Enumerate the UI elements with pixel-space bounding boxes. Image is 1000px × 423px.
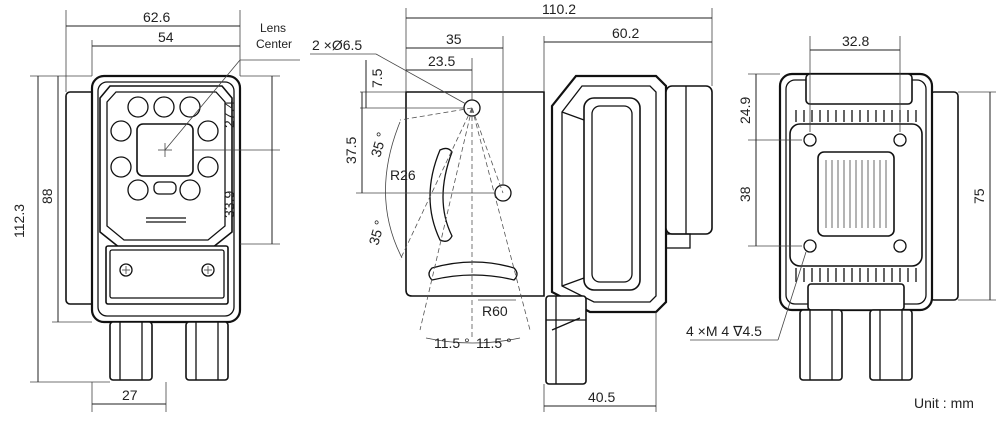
- arc-slot-small: [429, 147, 453, 242]
- led-2: [153, 96, 175, 118]
- dim-front-height-body: 88: [39, 188, 55, 204]
- angle-top: 35 °: [368, 130, 390, 159]
- led-1: [127, 96, 149, 118]
- side-bracket: [405, 91, 545, 297]
- side-view: 110.2 35 23.5 2 ×Ø6.5 7.5 37.5 35 ° 35 °…: [310, 1, 713, 412]
- dim-connector-length: 40.5: [588, 389, 615, 405]
- side-rear-module: [665, 85, 713, 235]
- radius-small: R26: [390, 167, 416, 183]
- back-hole-tr: [893, 133, 907, 147]
- front-view: Lens Center 62.6 54 112.3 88 27.4 33.9 2…: [11, 9, 300, 412]
- dim-bracket-hole-x2: 23.5: [428, 53, 455, 69]
- dim-front-height-overall: 112.3: [11, 204, 27, 238]
- dim-front-width-body: 54: [158, 29, 174, 45]
- side-connector: [545, 295, 587, 385]
- back-hole-br: [893, 239, 907, 253]
- lens-center-label-line1: Lens: [260, 21, 286, 35]
- led-9: [179, 179, 201, 201]
- led-5: [197, 120, 219, 142]
- dim-back-hole-spacing-x: 32.8: [842, 33, 869, 49]
- screw-right: [201, 263, 215, 277]
- dim-back-hole-spacing-y2: 38: [737, 186, 753, 202]
- front-housing-inner-outline: [97, 81, 235, 317]
- dim-side-overall-length: 110.2: [542, 1, 576, 17]
- screw-left: [119, 263, 133, 277]
- dim-bracket-hole-y2: 37.5: [343, 137, 359, 164]
- dim-front-width-overall: 62.6: [143, 9, 170, 25]
- angle-low-right: 11.5 °: [476, 335, 512, 351]
- led-ring: [110, 96, 219, 201]
- angle-bottom: 35 °: [366, 218, 388, 247]
- dim-lens-to-top: 27.4: [221, 101, 237, 128]
- led-6: [110, 156, 132, 178]
- side-window: [583, 97, 641, 291]
- back-hole-bl: [803, 239, 817, 253]
- back-top-block: [805, 73, 913, 105]
- dim-back-height: 75: [971, 188, 987, 204]
- back-bottom-block: [807, 283, 905, 311]
- back-bracket-plate: [929, 91, 959, 301]
- front-lens-housing-inner: [106, 91, 226, 241]
- dim-lens-to-bottom: 33.9: [221, 191, 237, 218]
- dim-connector-spacing: 27: [122, 387, 138, 403]
- led-4: [110, 120, 132, 142]
- dim-back-hole-spacing-y1: 24.9: [737, 97, 753, 124]
- radius-large: R60: [482, 303, 508, 319]
- back-bottom-fins: [795, 268, 917, 282]
- dim-bracket-hole-x: 35: [446, 31, 462, 47]
- hole-callout: 2 ×Ø6.5: [312, 37, 362, 53]
- connector-left: [109, 321, 153, 381]
- unit-label: Unit : mm: [914, 395, 974, 411]
- heatsink-fins: [825, 160, 887, 228]
- dim-bracket-hole-y: 7.5: [369, 68, 385, 88]
- thread-callout: 4 ×M 4 ∇4.5: [686, 323, 762, 339]
- back-connector-right: [869, 309, 913, 381]
- dim-body-length: 60.2: [612, 25, 639, 41]
- angle-low-left: 11.5 °: [434, 335, 470, 351]
- arc-slot-large: [428, 261, 518, 281]
- status-sensor: [153, 181, 177, 195]
- led-7: [197, 156, 219, 178]
- led-3: [179, 96, 201, 118]
- led-8: [127, 179, 149, 201]
- back-view: 32.8 24.9 38 75 4 ×M 4 ∇4.5: [686, 33, 996, 381]
- back-connector-left: [799, 309, 843, 381]
- connector-right: [185, 321, 229, 381]
- back-hole-tl: [803, 133, 817, 147]
- lens-center-label-line2: Center: [256, 37, 292, 51]
- front-lower-panel: [105, 245, 229, 305]
